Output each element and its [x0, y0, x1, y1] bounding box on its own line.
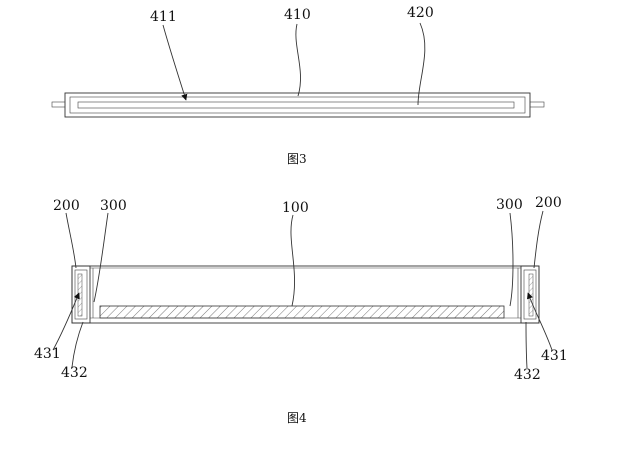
leader-200-left: [65, 212, 77, 269]
figure-3: 411 410 420 图3: [51, 5, 545, 166]
fig3-inner-tube: [77, 101, 515, 109]
fig3-outer-envelope: [64, 92, 531, 118]
label-300-left: 300: [100, 198, 127, 214]
leader-431-right: [527, 292, 553, 351]
label-411: 411: [150, 9, 177, 25]
fig3-inner-envelope: [69, 96, 526, 114]
label-431-left: 431: [34, 346, 61, 362]
label-432-left: 432: [61, 365, 88, 381]
fig3-left-tab: [51, 101, 66, 108]
leader-431-left: [52, 292, 80, 351]
figure-4: 200 300 100 300 200 431 432 431 432 图4: [34, 195, 568, 425]
leader-432-left: [71, 321, 84, 368]
fig4-right-frame: [520, 265, 540, 324]
label-100: 100: [282, 200, 309, 216]
leader-432-right: [525, 321, 528, 369]
label-200-left: 200: [53, 198, 80, 214]
leader-300-left: [93, 212, 109, 303]
fig3-right-tab: [529, 101, 545, 108]
fig4-right-strip: [528, 273, 534, 317]
label-431-right: 431: [541, 348, 568, 364]
leader-410: [295, 23, 301, 97]
caption-figure-4: 图4: [287, 411, 307, 425]
fig4-hatched-substrate: [99, 305, 505, 319]
fig4-left-frame: [71, 265, 91, 324]
label-200-right: 200: [535, 195, 562, 211]
label-410: 410: [284, 7, 311, 23]
label-432-right: 432: [514, 367, 541, 383]
label-300-right: 300: [496, 197, 523, 213]
label-420: 420: [407, 5, 434, 21]
caption-figure-3: 图3: [287, 152, 307, 166]
leader-411: [162, 24, 188, 101]
fig4-right-frame-inner: [523, 269, 537, 320]
leader-420: [417, 22, 426, 106]
leader-300-right: [509, 212, 514, 307]
leader-100: [290, 214, 295, 307]
leader-200-right: [533, 210, 544, 269]
